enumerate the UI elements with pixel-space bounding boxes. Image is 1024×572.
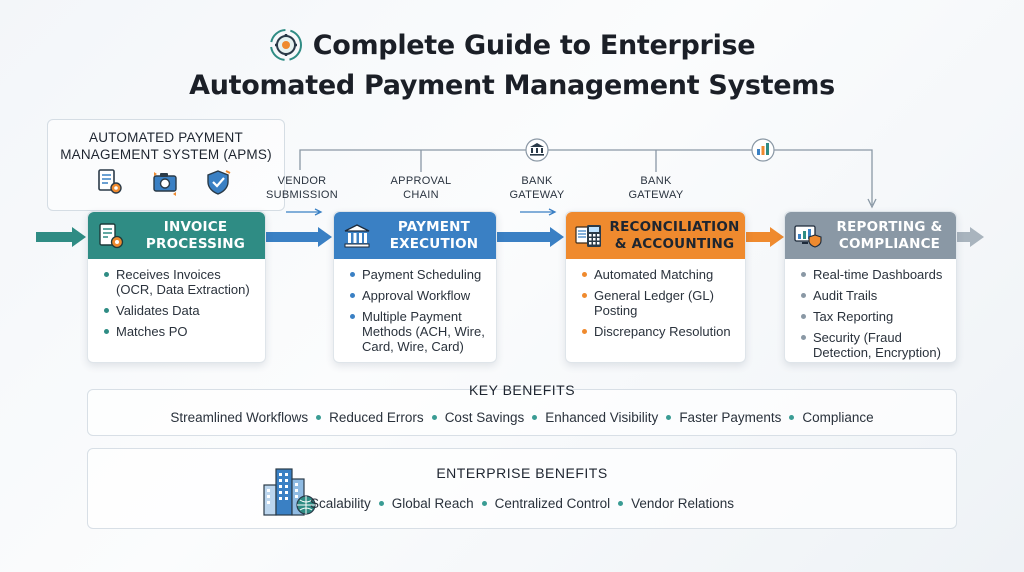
benefit-item: Centralized Control [494,496,611,511]
main-flow-arrows [36,227,984,247]
key-benefits-title: KEY BENEFITS [468,382,576,398]
benefit-item: Scalability [310,496,371,511]
benefit-item: Faster Payments [679,410,782,425]
stage-card-invoice-processing: INVOICE PROCESSING Receives Invoices (OC… [87,211,266,363]
arrow-payment-to-reconciliation [497,227,564,247]
bullet-dot [532,415,538,420]
city-globe-icon [263,468,316,516]
stage-title: PAYMENT EXECUTION [389,218,479,252]
apms-label: AUTOMATED PAYMENT MANAGEMENT SYSTEM (APM… [60,130,272,162]
benefit-item: Vendor Relations [631,496,734,511]
stage-header: RECONCILIATION & ACCOUNTING [566,212,745,259]
stage-card-payment-execution: PAYMENT EXECUTION Payment Scheduling App… [333,211,497,363]
bullet-dot [618,501,624,506]
arrow-reconciliation-to-reporting [746,227,784,247]
camera-sync-icon [153,172,177,196]
apms-box: AUTOMATED PAYMENT MANAGEMENT SYSTEM (APM… [47,119,285,211]
stage-title: RECONCILIATION & ACCOUNTING [609,218,740,252]
stage-item: Security (Fraud Detection, Encryption) [799,330,946,360]
stage-header: INVOICE PROCESSING [88,212,265,259]
step-label-vendor-submission: VENDOR SUBMISSION [265,175,339,201]
bank-icon [344,223,370,247]
bullet-dot [481,501,487,506]
stage-item: Payment Scheduling [348,267,486,282]
stage-item: Tax Reporting [799,309,946,324]
stage-item: Receives Invoices (OCR, Data Extraction) [102,267,255,297]
enterprise-benefits-box: ENTERPRISE BENEFITS Scalability Global R… [87,448,957,529]
vendor-submission-arrow [286,208,323,216]
stage-card-reconciliation-accounting: RECONCILIATION & ACCOUNTING Automated Ma… [565,211,746,363]
stage-item: General Ledger (GL) Posting [580,288,735,318]
stage-item: Audit Trails [799,288,946,303]
title-text-1: Complete Guide to Enterprise [312,29,756,61]
bullet-dot [316,415,322,420]
arrow-invoice-to-payment [266,227,332,247]
step-label-bank-gateway-2: BANK GATEWAY [628,175,684,201]
benefit-item: Streamlined Workflows [170,410,309,425]
benefit-item: Cost Savings [444,410,525,425]
step-label-bank-gateway-1: BANK GATEWAY [509,175,565,201]
benefit-item: Global Reach [391,496,474,511]
key-benefits-list: Streamlined Workflows Reduced Errors Cos… [88,410,956,425]
stage-item: Automated Matching [580,267,735,282]
key-benefits-box: KEY BENEFITS Streamlined Workflows Reduc… [87,382,957,436]
top-loop-arrowhead [867,198,877,209]
bullet-dot [378,501,384,506]
shield-check-icon [207,170,231,195]
step-label-approval-chain: APPROVAL CHAIN [390,175,452,201]
dashboard-shield-icon [794,224,822,248]
stage-title: REPORTING & COMPLIANCE [836,218,943,252]
benefit-item: Enhanced Visibility [545,410,659,425]
stage-item: Approval Workflow [348,288,486,303]
document-gear-icon [98,169,122,194]
stage-card-reporting-compliance: REPORTING & COMPLIANCE Real-time Dashboa… [784,211,957,363]
top-loop-line [299,149,873,205]
benefit-item: Reduced Errors [329,410,424,425]
enterprise-benefits-title: ENTERPRISE BENEFITS [436,465,608,481]
stage-item: Matches PO [102,324,255,339]
bullet-dot [431,415,437,420]
title-line-1: Complete Guide to Enterprise [0,28,1024,62]
chart-small-icon [751,138,775,162]
gear-cycle-icon [269,29,302,61]
bank-gateway-arrow [520,208,557,216]
bullet-dot [666,415,672,420]
invoice-gear-icon [99,222,124,248]
benefit-item: Compliance [802,410,874,425]
stage-item: Discrepancy Resolution [580,324,735,339]
calculator-icon [575,224,601,247]
stage-item: Multiple Payment Methods (ACH, Wire, Car… [348,309,486,354]
bullet-dot [789,415,795,420]
stage-header: REPORTING & COMPLIANCE [785,212,956,259]
title-line-2: Automated Payment Management Systems [189,70,835,101]
bank-small-icon [525,138,549,162]
stage-header: PAYMENT EXECUTION [334,212,496,259]
stage-title: INVOICE PROCESSING [145,218,246,252]
stage-item: Real-time Dashboards [799,267,946,282]
stage-item: Validates Data [102,303,255,318]
entry-arrow [36,227,86,247]
exit-arrow [957,227,984,247]
page-title: Complete Guide to Enterprise Automated P… [0,28,1024,101]
enterprise-benefits-list: Scalability Global Reach Centralized Con… [88,496,956,511]
